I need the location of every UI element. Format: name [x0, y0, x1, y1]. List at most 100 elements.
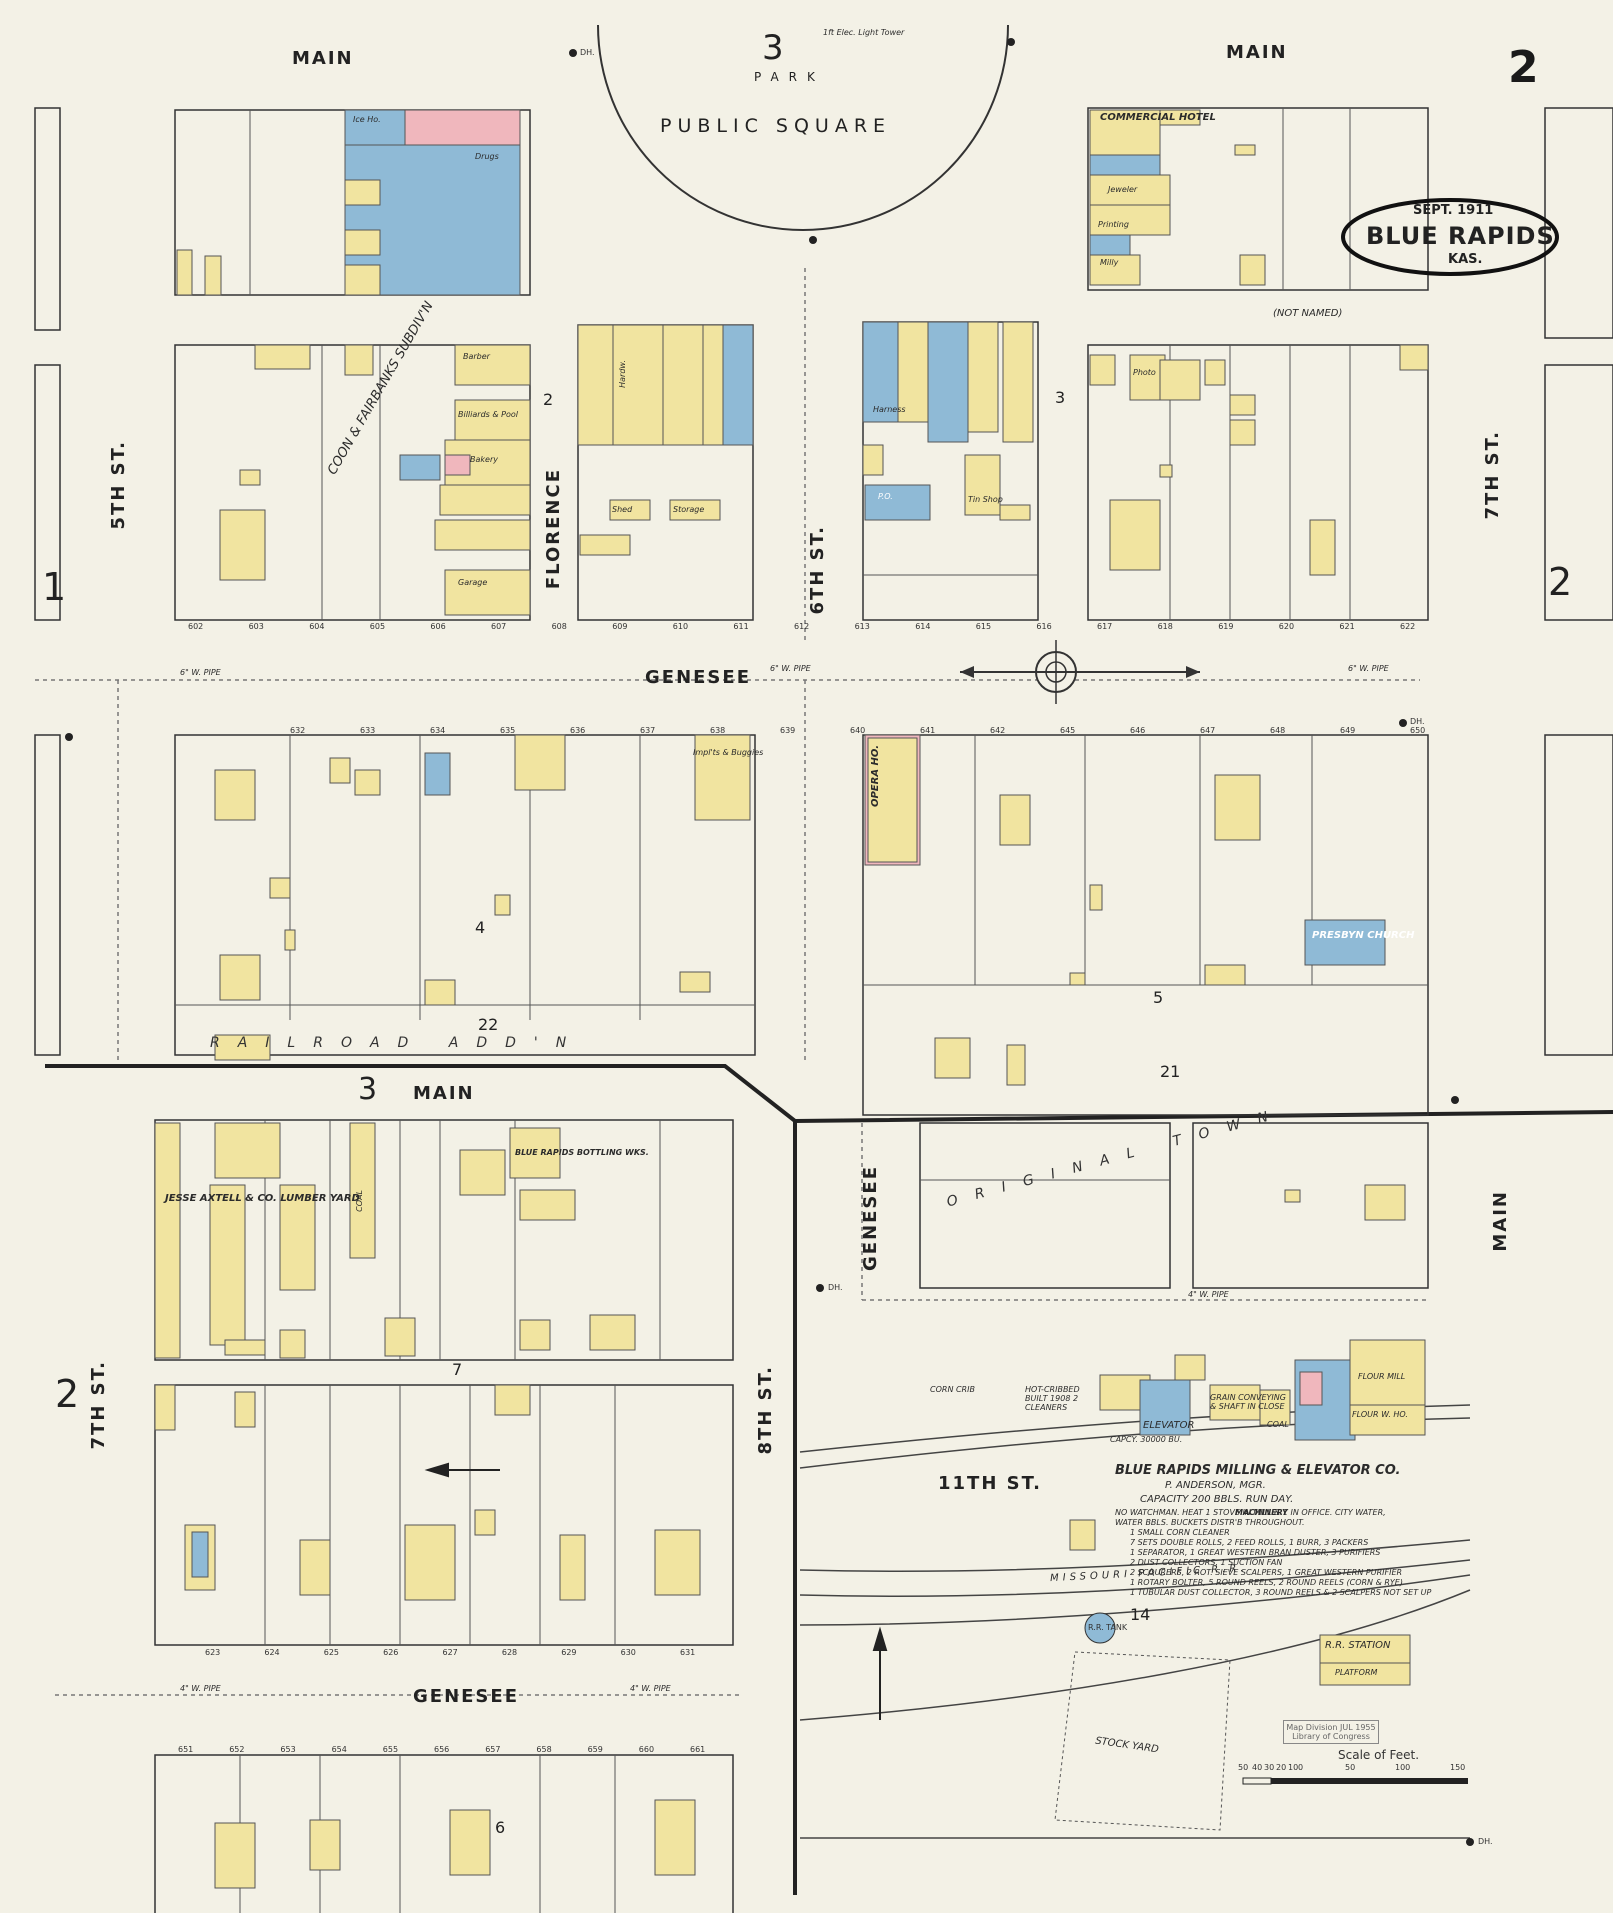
lot-number: 604	[309, 622, 325, 631]
scale-tick-3: 20	[1276, 1763, 1287, 1772]
jesse-axtell-lumber: JESSE AXTELL & CO. LUMBER YARD	[165, 1193, 360, 1204]
milling-note-3: 1 SMALL CORN CLEANER	[1130, 1528, 1230, 1537]
milling-capacity: CAPACITY 200 BBLS. RUN DAY.	[1140, 1494, 1294, 1505]
lot-number: 610	[672, 622, 689, 631]
street-genesee-vertical: GENESEE	[860, 1165, 881, 1271]
scale-tick-4: 10	[1288, 1763, 1299, 1772]
milling-grain-conveying: GRAIN CONVEYING & SHAFT IN CLOSE	[1210, 1393, 1286, 1411]
milling-note-5: 1 SEPARATOR, 1 GREAT WESTERN BRAN DUSTER…	[1130, 1548, 1381, 1557]
street-main-top-right: MAIN	[1226, 42, 1288, 63]
milling-title: BLUE RAPIDS MILLING & ELEVATOR CO.	[1115, 1463, 1401, 1478]
block-21: 21	[1160, 1062, 1181, 1081]
street-main-lower: MAIN	[413, 1083, 475, 1104]
lot-number: 661	[690, 1745, 706, 1754]
street-eleventh: 11TH ST.	[938, 1473, 1043, 1494]
stock-yard-outline	[1054, 1651, 1231, 1831]
scale-label: Scale of Feet.	[1338, 1748, 1420, 1762]
lot-number: 637	[640, 726, 656, 735]
lot-number: 606	[430, 622, 446, 631]
coal-lumber: COAL	[355, 1190, 364, 1212]
street-main-top-left: MAIN	[292, 48, 354, 69]
lot-number: 652	[229, 1745, 245, 1754]
shed: Shed	[612, 505, 633, 514]
lot-number: 648	[1270, 726, 1286, 735]
coal-mill: COAL	[1267, 1420, 1289, 1429]
block-4: 4	[475, 918, 486, 937]
pipe-label-4: 4" W. PIPE	[180, 1684, 221, 1693]
sheet-date: SEPT. 1911	[1413, 203, 1494, 218]
street-genesee-mid: GENESEE	[645, 667, 751, 688]
milling-note-7: 2 SCOURERS, 2 ROT. SIEVE SCALPERS, 1 GRE…	[1130, 1568, 1403, 1577]
title-oval	[1341, 198, 1559, 276]
lot-number: 656	[434, 1745, 450, 1754]
post-office: P.O.	[878, 492, 893, 501]
lot-number: 627	[442, 1648, 458, 1657]
lot-number: 624	[264, 1648, 280, 1657]
commercial-hotel: COMMERCIAL HOTEL	[1100, 112, 1216, 123]
lot-number: 658	[536, 1745, 552, 1754]
dh-label-2: DH.	[1410, 717, 1425, 726]
implements: Impl'ts & Buggies	[693, 748, 764, 757]
milling-note-8: 1 ROTARY BOLTER, 5 ROUND REELS, 2 ROUND …	[1130, 1578, 1403, 1587]
sheet-place: BLUE RAPIDS	[1366, 222, 1555, 250]
street-sixth: 6TH ST.	[807, 525, 828, 615]
block-6: 6	[495, 1818, 506, 1837]
lot-number: 659	[587, 1745, 603, 1754]
public-square-outline	[597, 24, 1009, 231]
presbyterian-church: PRESBYN CHURCH	[1312, 930, 1415, 941]
lot-number: 620	[1278, 622, 1295, 631]
block-outlines	[34, 107, 1613, 1913]
lot-number: 629	[561, 1648, 577, 1657]
lot-number: 603	[248, 622, 264, 631]
lot-number: 649	[1340, 726, 1356, 735]
milling-note-2: MACHINERY	[1235, 1508, 1288, 1517]
street-seventh-lower: 7TH ST.	[88, 1360, 109, 1450]
opera-house: OPERA HO.	[870, 745, 881, 808]
billiards: Billiards & Pool	[458, 410, 518, 419]
hardware: Hardw.	[618, 360, 627, 388]
dh-label-3: DH.	[828, 1283, 843, 1292]
pipe-label-6: 4" W. PIPE	[1188, 1290, 1229, 1299]
lot-number: 647	[1200, 726, 1216, 735]
lot-number: 609	[612, 622, 628, 631]
lot-number: 605	[369, 622, 386, 631]
block-7: 7	[452, 1360, 463, 1379]
block-2: 2	[543, 390, 554, 409]
lot-number: 655	[382, 1745, 399, 1754]
edge-key-right: 2	[1548, 560, 1573, 604]
corn-crib: CORN CRIB	[930, 1385, 975, 1394]
milling-note-6: 2 DUST COLLECTORS, 1 SUCTION FAN	[1130, 1558, 1283, 1567]
printing: Printing	[1098, 220, 1129, 229]
lot-number: 630	[620, 1648, 636, 1657]
elevator: ELEVATOR	[1143, 1420, 1195, 1431]
block-3-lower: 3	[358, 1072, 378, 1107]
lot-number: 651	[178, 1745, 194, 1754]
scale-tick-6: 50	[1345, 1763, 1356, 1772]
light-tower-label: 1ft Elec. Light Tower	[823, 28, 905, 37]
jeweler: Jeweler	[1108, 185, 1138, 194]
scale-tick-8: 150	[1450, 1763, 1466, 1772]
platform: PLATFORM	[1335, 1668, 1378, 1677]
lot-number: 653	[280, 1745, 296, 1754]
rr-tank	[1084, 1612, 1116, 1644]
sheet-state: KAS.	[1448, 252, 1483, 267]
park-label: PARK	[754, 70, 825, 84]
scale-tick-1: 40	[1252, 1763, 1263, 1772]
ice-house: Ice Ho.	[353, 115, 381, 124]
lot-number: 613	[854, 622, 870, 631]
lot-number: 621	[1339, 622, 1355, 631]
milling-note-1: WATER BBLS. BUCKETS DISTR'B THROUGHOUT.	[1115, 1518, 1305, 1527]
milling-capy: CAPCY. 30000 BU.	[1110, 1435, 1183, 1444]
edge-key-lower-left: 2	[55, 1372, 80, 1416]
drugs: Drugs	[475, 152, 499, 161]
lot-number: 626	[383, 1648, 399, 1657]
lot-number: 645	[1060, 726, 1076, 735]
bakery: Bakery	[470, 455, 498, 464]
dh-label-1: DH.	[580, 48, 595, 57]
rr-station: R.R. STATION	[1325, 1640, 1391, 1651]
milling-hot-cribbed: HOT-CRIBBED BUILT 1908 2 CLEANERS	[1025, 1385, 1080, 1412]
street-florence: FLORENCE	[543, 468, 564, 590]
block-22: 22	[478, 1015, 499, 1034]
bottling-works: BLUE RAPIDS BOTTLING WKS.	[515, 1148, 649, 1157]
